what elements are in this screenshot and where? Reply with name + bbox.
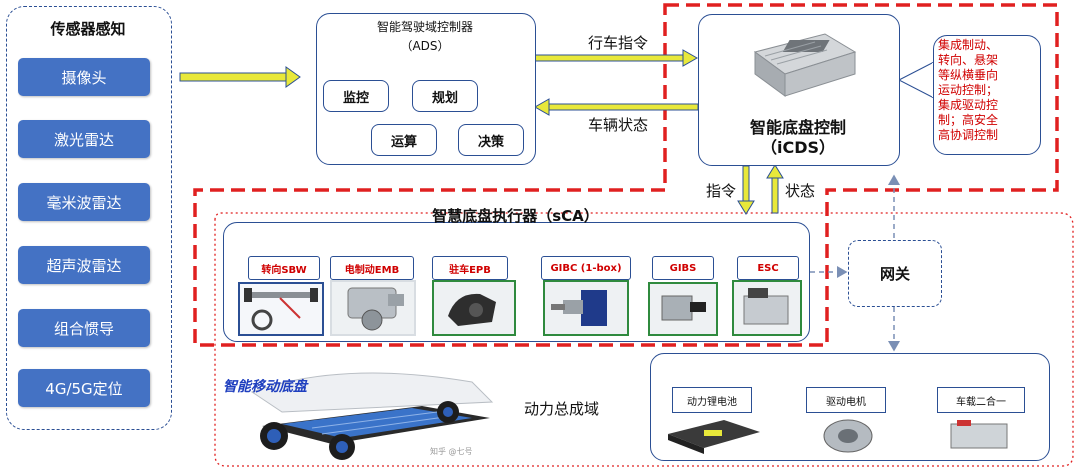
sensor-4g5g-positioning[interactable]: 4G/5G定位: [18, 369, 150, 407]
callout-line: 集成驱动控: [938, 98, 999, 112]
icds-title-line1: 智能底盘控制: [749, 118, 846, 137]
sensor-mmwave-radar[interactable]: 毫米波雷达: [18, 183, 150, 221]
callout-pointer: [897, 61, 935, 99]
power-item-obc[interactable]: 车载二合一: [937, 387, 1025, 413]
sbw-image: [238, 282, 324, 336]
executor-epb[interactable]: 驻车EPB: [432, 256, 508, 280]
sensor-lidar[interactable]: 激光雷达: [18, 120, 150, 158]
callout-line: 集成制动、: [938, 38, 999, 52]
ecu-module-image: [753, 33, 857, 97]
executor-emb[interactable]: 电制动EMB: [330, 256, 414, 280]
ads-module-monitor[interactable]: 监控: [323, 80, 389, 112]
callout-line: 运动控制；: [938, 83, 999, 97]
esc-image: [732, 280, 802, 336]
ads-title-line1: 智能驾驶域控制器: [376, 20, 473, 34]
sca-title: 智慧底盘执行器（sCA）: [432, 207, 599, 225]
icds-callout: 集成制动、 转向、悬架 等纵横垂向 运动控制； 集成驱动控 制；高安全 高协调控…: [933, 35, 1041, 155]
epb-image: [432, 280, 516, 336]
executor-gibs[interactable]: GIBS: [652, 256, 714, 280]
callout-line: 高协调控制: [938, 128, 999, 142]
gibc-image: [543, 280, 629, 336]
gibs-image: [648, 282, 718, 336]
executor-sbw[interactable]: 转向SBW: [248, 256, 320, 280]
sensor-to-ads-arrow: [179, 66, 301, 88]
power-item-motor[interactable]: 驱动电机: [806, 387, 886, 413]
ads-module-compute[interactable]: 运算: [371, 124, 437, 156]
callout-line: 等纵横垂向: [938, 68, 999, 82]
power-item-battery[interactable]: 动力锂电池: [672, 387, 752, 413]
executor-gibc[interactable]: GIBC (1-box): [541, 256, 631, 280]
watermark: 知乎 @七号: [430, 447, 473, 456]
red-dashed-frame: [193, 3, 1059, 347]
battery-image: [668, 420, 760, 454]
state-up-arrow: [766, 164, 784, 214]
callout-line: 制；高安全: [938, 113, 999, 127]
state-label: 状态: [785, 182, 816, 200]
powertrain-label: 动力总成域: [524, 400, 600, 418]
icds-title: 智能底盘控制 （iCDS）: [698, 118, 898, 158]
chassis-image: [222, 352, 502, 462]
motor-image: [823, 419, 873, 453]
chassis-label: 智能移动底盘: [223, 379, 307, 395]
sensor-panel-title: 传感器感知: [50, 20, 126, 38]
emb-image: [330, 280, 416, 336]
ads-module-decision[interactable]: 决策: [458, 124, 524, 156]
executor-esc[interactable]: ESC: [737, 256, 799, 280]
sensor-ins[interactable]: 组合惯导: [18, 309, 150, 347]
gateway-box[interactable]: 网关: [848, 240, 942, 307]
obc-image: [950, 420, 1008, 449]
drive-cmd-label: 行车指令: [588, 34, 649, 52]
sensor-camera[interactable]: 摄像头: [18, 58, 150, 96]
icds-title-line2: （iCDS）: [760, 138, 836, 157]
callout-line: 转向、悬架: [938, 53, 999, 67]
cmd-down-arrow: [737, 165, 755, 215]
sensor-ultrasonic-radar[interactable]: 超声波雷达: [18, 246, 150, 284]
sensor-panel: [6, 6, 172, 430]
ads-title-line2: （ADS）: [400, 39, 450, 53]
vehicle-state-label: 车辆状态: [588, 116, 649, 134]
cmd-label: 指令: [706, 182, 737, 200]
ads-title: 智能驾驶域控制器 （ADS）: [316, 18, 534, 56]
vehicle-state-arrow: [533, 98, 699, 116]
ads-module-planning[interactable]: 规划: [412, 80, 478, 112]
